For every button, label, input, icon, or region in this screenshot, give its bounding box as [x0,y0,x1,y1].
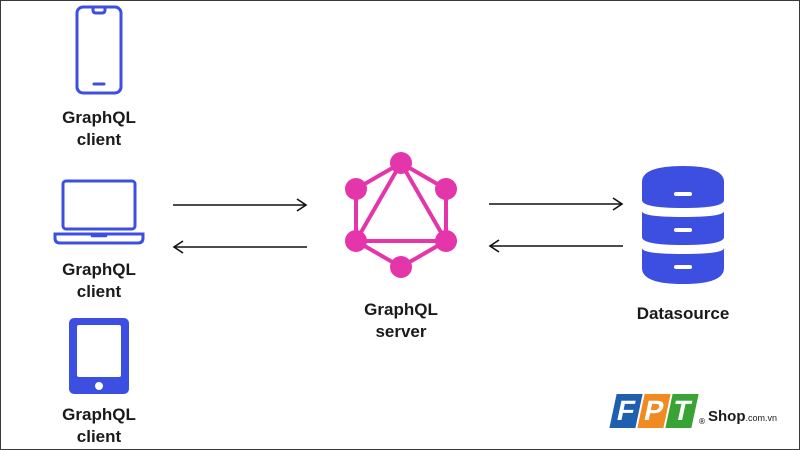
datasource-label: Datasource [636,304,730,323]
client-phone-node: GraphQL client [41,5,157,151]
arrow-client-to-server [171,197,311,213]
laptop-icon [52,178,146,246]
phone-icon [74,5,124,95]
arrow-datasource-to-server [485,238,625,254]
client-tablet-node: GraphQL client [41,316,157,448]
arrow-server-to-datasource [487,196,627,212]
client-phone-label: GraphQL client [62,108,136,149]
client-laptop-label: GraphQL client [62,260,136,301]
logo-domain-text: .com.vn [745,413,778,423]
client-laptop-node: GraphQL client [41,178,157,303]
database-icon [640,164,726,286]
logo-shop-text: Shop [708,408,746,425]
tablet-icon [67,316,131,396]
server-node: GraphQL server [331,151,471,343]
graphql-logo-icon [341,151,461,281]
logo-letter-t: T [665,394,699,428]
datasource-node: Datasource [613,164,753,325]
arrow-server-to-client [169,239,309,255]
logo-registered-mark: ® [698,417,706,426]
client-tablet-label: GraphQL client [62,405,136,446]
fpt-shop-logo: F P T ® Shop .com.vn [609,386,778,428]
server-label: GraphQL server [364,300,438,341]
